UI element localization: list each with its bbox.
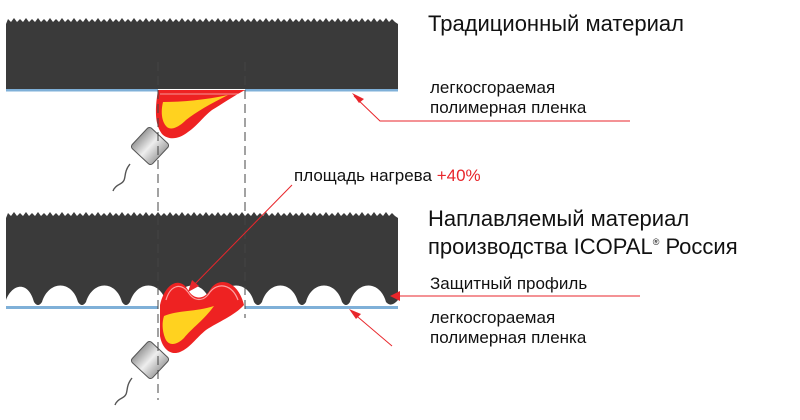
profile-flame-core — [162, 306, 214, 344]
torch-hose — [112, 163, 131, 192]
profile-flame-highlight — [165, 285, 239, 301]
bottom-film-leader — [351, 311, 393, 347]
traditional-film-label-line1: легкосгораемая — [430, 78, 556, 97]
top-film-leader — [353, 95, 630, 122]
icopal-title-suffix: Россия — [659, 234, 738, 259]
icopal-material-panel — [6, 212, 398, 309]
top-film-arrowhead — [352, 93, 364, 103]
heating-area-label: площадь нагрева +40% — [294, 167, 481, 184]
traditional-material-body — [6, 18, 398, 89]
torch-icon — [130, 126, 170, 166]
leader-lines — [188, 93, 640, 347]
icopal-film-label-line2: полимерная пленка — [430, 328, 587, 347]
heating-leader — [191, 184, 293, 288]
icopal-material-body — [6, 212, 398, 305]
flame-core — [161, 95, 228, 129]
heating-area-value: +40% — [436, 166, 481, 185]
traditional-title: Традиционный материал — [428, 11, 684, 36]
icopal-title-line2: производства ICOPAL® Россия — [428, 236, 738, 258]
torch-icon-bottom — [130, 340, 170, 380]
icopal-title-prefix: производства ICOPAL — [428, 234, 653, 259]
profile-arrowhead — [390, 291, 400, 301]
torch-hose-bottom — [114, 377, 133, 406]
heating-area-text: площадь нагрева — [294, 166, 432, 185]
protective-profile-label: Защитный профиль — [430, 274, 588, 293]
icopal-torch-flame — [114, 282, 244, 406]
traditional-torch-flame — [112, 90, 245, 192]
icopal-film-right — [245, 306, 398, 309]
traditional-material-panel — [6, 18, 398, 92]
icopal-film-label-line1: легкосгораемая — [430, 308, 556, 327]
traditional-film-right — [245, 89, 398, 92]
traditional-film-label-line2: полимерная пленка — [430, 98, 587, 117]
registered-mark: ® — [652, 237, 660, 247]
heating-arrowhead — [188, 280, 199, 292]
icopal-title-line1: Наплавляемый материал — [428, 206, 690, 231]
icopal-film-left — [6, 306, 158, 309]
traditional-film-left — [6, 89, 158, 92]
bottom-film-arrowhead — [349, 309, 361, 319]
